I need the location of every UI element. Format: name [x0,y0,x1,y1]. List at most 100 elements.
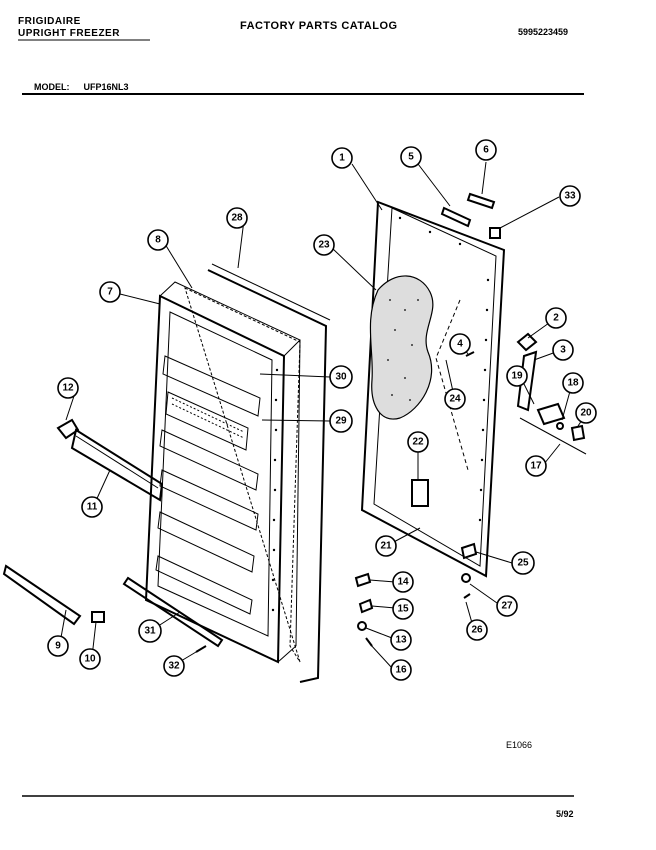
model-label: MODEL: [34,82,70,92]
cabinet-screws [398,216,490,522]
svg-text:19: 19 [511,371,523,382]
wiring [435,299,469,471]
top-hinge-strip [440,206,472,228]
svg-text:25: 25 [517,558,529,569]
callout-23: 23 [313,234,335,256]
svg-text:9: 9 [55,641,61,652]
svg-text:7: 7 [107,287,113,298]
handle-end-cap [56,418,80,440]
svg-text:26: 26 [471,625,483,636]
callout-5: 5 [400,146,422,168]
bottom-trim [122,576,224,648]
callout-24: 24 [444,388,466,410]
svg-text:24: 24 [449,394,461,405]
thermostat [536,402,566,426]
hinge-bushing [357,621,367,631]
svg-text:6: 6 [483,145,489,156]
control-housing [516,350,538,412]
callout-30: 30 [329,365,353,389]
svg-text:18: 18 [567,378,579,389]
model-row: MODEL:UFP16NL3 [34,82,129,92]
callout-6: 6 [475,139,497,161]
callout-1: 1 [331,147,353,169]
callout-27: 27 [496,595,518,617]
callout-8: 8 [147,229,169,251]
control-bracket-line [519,417,587,455]
callout-10: 10 [79,648,101,670]
kick-plate-clip [91,611,105,623]
svg-text:3: 3 [560,345,566,356]
control-screw [556,422,564,430]
svg-text:1: 1 [339,153,345,164]
svg-text:22: 22 [412,437,424,448]
door-assembly [2,263,331,683]
svg-text:11: 11 [87,502,98,513]
trim-screw [195,645,207,653]
svg-text:14: 14 [397,577,409,588]
callout-15: 15 [392,598,414,620]
svg-text:8: 8 [155,235,161,246]
door-outer-panel [144,294,286,664]
callouts: 1 5 6 33 28 8 23 7 2 4 3 30 19 18 12 24 … [47,139,597,681]
svg-text:17: 17 [530,461,542,472]
door-gasket [184,287,301,663]
light-socket [570,424,586,442]
lower-hinge-bracket [354,572,372,588]
callout-18: 18 [562,372,584,394]
catalog-part-number: 5995223459 [518,27,569,37]
hinge-pin [463,593,471,599]
callout-20: 20 [575,402,597,424]
svg-text:5: 5 [408,152,414,163]
door-frame-strip [207,269,328,683]
callout-17: 17 [525,455,547,477]
svg-text:33: 33 [564,191,576,202]
svg-text:2: 2 [553,313,559,324]
svg-text:31: 31 [144,626,156,637]
callout-7: 7 [99,281,121,303]
callout-31: 31 [138,619,162,643]
svg-text:20: 20 [580,408,592,419]
callout-16: 16 [390,659,412,681]
door-inner-liner [157,311,273,637]
cabinet-outer-panel [360,200,506,578]
svg-text:15: 15 [397,604,409,615]
svg-text:23: 23 [318,240,330,251]
callout-25: 25 [511,551,535,575]
callout-29: 29 [329,409,353,433]
callout-32: 32 [163,655,185,677]
svg-text:21: 21 [380,541,392,552]
callout-3: 3 [552,339,574,361]
callout-21: 21 [375,535,397,557]
svg-text:27: 27 [501,601,513,612]
callout-19: 19 [506,365,528,387]
hinge-spacer [358,598,374,614]
catalog-title: FACTORY PARTS CATALOG [240,20,398,32]
callout-2: 2 [545,307,567,329]
door-top-edge [159,281,301,357]
top-cover [466,192,496,210]
callout-11: 11 [81,496,103,518]
callout-4: 4 [449,333,471,355]
callout-13: 13 [390,629,412,651]
callout-22: 22 [407,431,429,453]
drain-trough [411,479,429,507]
svg-text:16: 16 [395,665,407,676]
svg-text:32: 32 [168,661,180,672]
revision-date: 5/92 [556,809,574,819]
brand-name: FRIGIDAIRE [18,16,81,27]
callout-33: 33 [559,185,581,207]
insulation-pad [369,275,434,420]
callout-14: 14 [392,571,414,593]
callout-9: 9 [47,635,69,657]
svg-text:29: 29 [335,416,347,427]
callout-28: 28 [226,207,248,229]
callout-26: 26 [466,619,488,641]
door-shelves [155,355,261,615]
svg-text:12: 12 [62,383,74,394]
svg-text:13: 13 [395,635,407,646]
svg-text:30: 30 [335,372,347,383]
svg-text:28: 28 [231,213,243,224]
cabinet-liner-assembly [354,192,506,647]
hinge-plug [489,227,501,239]
